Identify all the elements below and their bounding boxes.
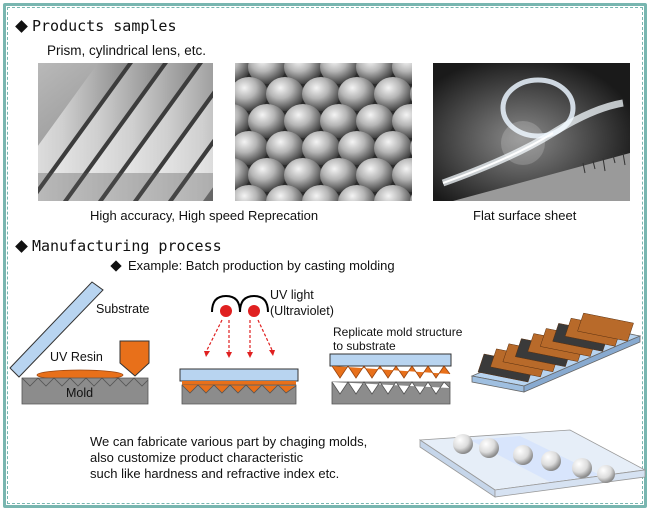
- example-line: Example: Batch production by casting mol…: [110, 258, 395, 273]
- caption-flat-sheet: Flat surface sheet: [473, 208, 577, 223]
- manufacturing-process-title: Manufacturing process: [32, 237, 222, 255]
- example-text: Example: Batch production by casting mol…: [128, 258, 395, 273]
- label-uv-resin: UV Resin: [50, 350, 103, 364]
- label-to-substrate: to substrate: [333, 339, 396, 353]
- label-mold: Mold: [66, 386, 94, 400]
- flat-sheet-photo: [433, 63, 630, 201]
- label-replicate: Replicate mold structure: [333, 325, 463, 339]
- microlens-sample-photo: [235, 63, 412, 201]
- products-samples-heading: Products samples: [15, 17, 177, 35]
- uv-lamp-icon: [211, 294, 269, 317]
- manufacturing-process-heading: Manufacturing process: [15, 237, 222, 255]
- footer-line-1: We can fabricate various part by chaging…: [90, 434, 368, 449]
- products-samples-title: Products samples: [32, 17, 177, 35]
- prism-sample-photo: [38, 63, 213, 201]
- substrate-shape: [9, 281, 104, 378]
- label-substrate: Substrate: [96, 302, 150, 316]
- resin-dispenser: [119, 340, 150, 377]
- mold-shape: [21, 377, 149, 405]
- footer-line-3: such like hardness and refractive index …: [90, 466, 340, 481]
- footer-line-2: also customize product characteristic: [90, 450, 304, 465]
- label-ultraviolet: (Ultraviolet): [270, 304, 334, 318]
- caption-high-accuracy: High accuracy, High speed Reprecation: [90, 208, 319, 223]
- label-uv-light: UV light: [270, 288, 314, 302]
- products-subtitle: Prism, cylindrical lens, etc.: [47, 43, 207, 58]
